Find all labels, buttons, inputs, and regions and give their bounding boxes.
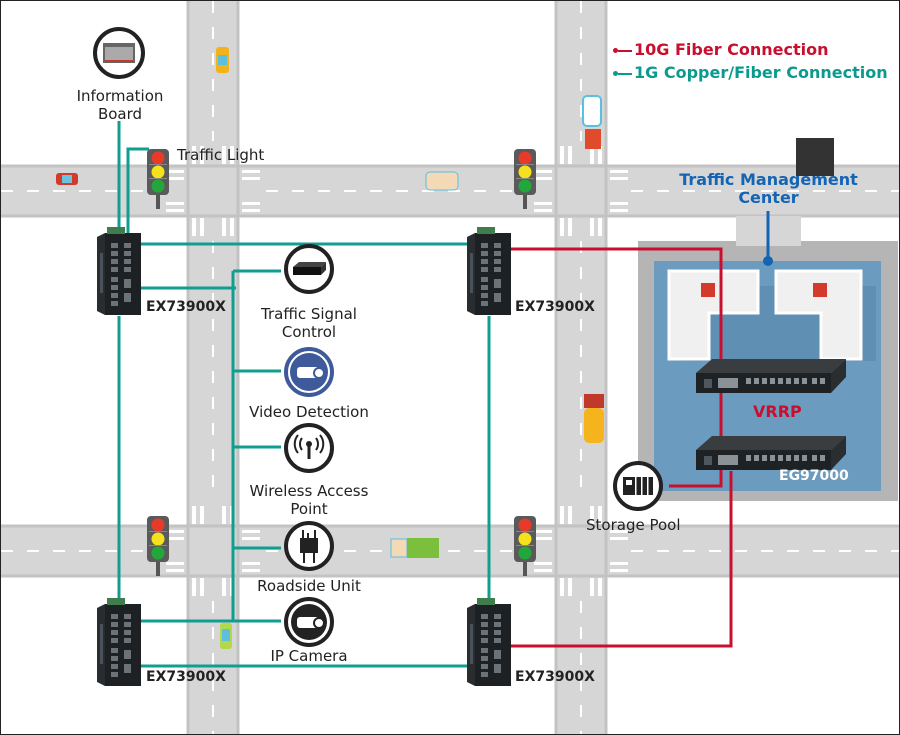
label-line: Information	[76, 87, 164, 105]
legend-item-1g-copper: 1G Copper/Fiber Connection	[613, 62, 888, 84]
legend-line	[618, 49, 632, 52]
rooftop-unit	[796, 138, 834, 176]
ip-camera-icon	[284, 597, 334, 647]
tmc-title-line: Center	[738, 188, 799, 207]
industrial-switch-icon	[97, 227, 141, 315]
cargo-truck-icon	[585, 129, 601, 149]
switch-model-label: EX73900X	[515, 299, 595, 315]
van-icon	[425, 171, 459, 191]
van-icon	[582, 95, 602, 127]
vehicles	[56, 47, 604, 649]
information-board-label: Information Board	[61, 87, 179, 123]
tmc-uplink	[763, 211, 773, 266]
wireless-ap-label: Wireless Access Point	[239, 482, 379, 518]
information-board-icon	[93, 27, 145, 79]
label-line: Point	[290, 500, 328, 518]
signal-controller-icon	[284, 244, 334, 294]
label-line: Traffic Signal	[261, 305, 357, 323]
industrial-switch-icon	[467, 227, 511, 315]
core-switch-icon	[696, 436, 846, 470]
vrrp-label: VRRP	[753, 402, 802, 421]
storage-icon	[613, 461, 663, 511]
storage-pool-label: Storage Pool	[586, 516, 681, 534]
legend-label: 1G Copper/Fiber Connection	[634, 63, 888, 82]
delivery-truck-icon	[390, 538, 408, 558]
legend-marker-icon	[613, 48, 618, 53]
label-line: Wireless Access	[249, 482, 369, 500]
video-detection-camera-icon	[284, 347, 334, 397]
traffic-light-label: Traffic Light	[177, 146, 265, 164]
wireless-antenna-icon	[284, 423, 334, 473]
core-switch-model-label: EG97000	[779, 468, 849, 484]
signal-control-label: Traffic Signal Control	[249, 305, 369, 341]
switch-model-label: EX73900X	[515, 669, 595, 685]
tmc-console-left	[701, 283, 715, 297]
legend-label: 10G Fiber Connection	[634, 40, 829, 59]
ip-camera-label: IP Camera	[270, 647, 348, 665]
tmc-console-right	[813, 283, 827, 297]
roadside-unit-label: Roadside Unit	[257, 577, 361, 595]
label-line: Control	[281, 323, 337, 341]
legend-line	[618, 72, 632, 75]
tmc-title-line: Traffic Management	[679, 170, 858, 189]
copper-links	[117, 121, 491, 668]
industrial-switch-icon	[97, 598, 141, 686]
tmc-title: Traffic Management Center	[661, 171, 876, 207]
video-detection-label: Video Detection	[249, 403, 369, 421]
roadside-unit-icon	[284, 521, 334, 571]
core-switch-icon	[696, 359, 846, 393]
switch-model-label: EX73900X	[146, 669, 226, 685]
legend-marker-icon	[613, 71, 618, 76]
tanker-truck-icon	[584, 394, 604, 408]
label-line: Board	[97, 105, 143, 123]
industrial-switch-icon	[467, 598, 511, 686]
switch-model-label: EX73900X	[146, 299, 226, 315]
legend-item-10g-fiber: 10G Fiber Connection	[613, 39, 829, 61]
